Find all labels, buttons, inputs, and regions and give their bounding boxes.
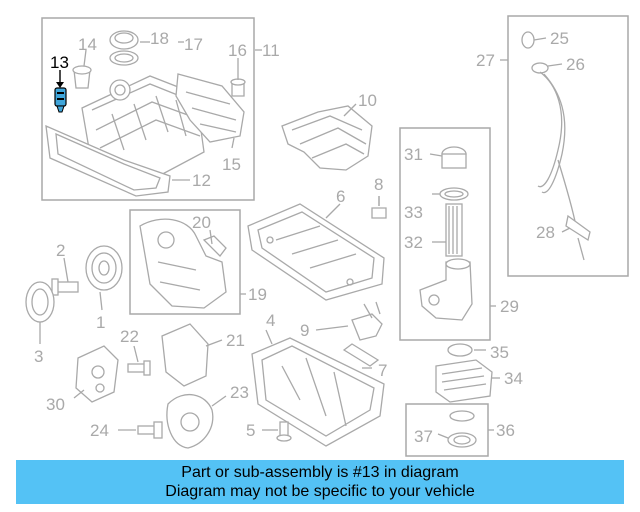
callout-30: 30 xyxy=(46,395,65,414)
info-banner: Part or sub-assembly is #13 in diagram D… xyxy=(16,460,624,504)
callout-9: 9 xyxy=(300,321,309,340)
callout-34: 34 xyxy=(504,369,523,388)
part-5-drain-plug xyxy=(276,421,292,442)
part-23-plate xyxy=(166,393,214,449)
part-30-housing xyxy=(75,345,119,403)
callout-26: 26 xyxy=(566,55,585,74)
callout-35: 35 xyxy=(490,343,509,362)
part-pulley-2 xyxy=(85,245,123,291)
part-7-gasket xyxy=(342,343,380,367)
part-9-component xyxy=(351,301,383,341)
group-box-11 xyxy=(41,17,255,201)
info-banner-line-1: Part or sub-assembly is #13 in diagram xyxy=(181,464,459,481)
callout-20: 20 xyxy=(192,213,211,232)
part-35-seal xyxy=(447,343,473,357)
callout-36: 36 xyxy=(496,421,515,440)
callout-24: 24 xyxy=(90,421,109,440)
callout-17: 17 xyxy=(184,35,203,54)
callout-3: 3 xyxy=(34,347,43,366)
group-box-19 xyxy=(129,209,241,315)
part-27-dipstick xyxy=(521,31,591,261)
callout-5: 5 xyxy=(246,421,255,440)
part-19-timing-cover xyxy=(139,218,227,309)
part-21-bracket xyxy=(161,323,209,387)
callout-19: 19 xyxy=(248,285,267,304)
leader-lines xyxy=(39,37,571,439)
info-banner-line-2: Diagram may not be specific to your vehi… xyxy=(165,483,475,500)
callout-labels: 14 13 18 17 16 11 15 12 10 6 8 20 19 2 1… xyxy=(34,29,585,446)
part-4-oil-pan-lower xyxy=(251,337,385,447)
parts-diagram: 14 13 18 17 16 11 15 12 10 6 8 20 19 2 1… xyxy=(25,15,629,457)
callout-12: 12 xyxy=(192,171,211,190)
part-6-oil-pan-upper xyxy=(247,203,385,301)
callout-22: 22 xyxy=(120,327,139,346)
callout-1: 1 xyxy=(96,313,105,332)
callout-4: 4 xyxy=(266,311,275,330)
callout-14: 14 xyxy=(78,35,97,54)
callout-31: 31 xyxy=(404,145,423,164)
callout-8: 8 xyxy=(374,175,383,194)
valve-cover-assembly xyxy=(45,30,246,197)
part-34-oil-cooler xyxy=(435,359,493,403)
callout-2: 2 xyxy=(56,241,65,260)
part-10-cover xyxy=(281,105,373,171)
callout-7: 7 xyxy=(378,361,387,380)
callout-16: 16 xyxy=(228,41,247,60)
callout-15: 15 xyxy=(222,155,241,174)
callout-28: 28 xyxy=(536,223,555,242)
callout-23: 23 xyxy=(230,383,249,402)
part-bolt-1 xyxy=(51,278,79,296)
callout-32: 32 xyxy=(404,233,423,252)
group-box-27 xyxy=(507,15,629,277)
callout-29: 29 xyxy=(500,297,519,316)
part-22-bolt xyxy=(127,360,151,376)
callout-21: 21 xyxy=(226,331,245,350)
callout-33: 33 xyxy=(404,203,423,222)
part-13-highlighted[interactable] xyxy=(54,87,67,113)
part-36-37-seals xyxy=(447,410,477,448)
callout-6: 6 xyxy=(336,187,345,206)
callout-37: 37 xyxy=(414,427,433,446)
group-box-29 xyxy=(399,127,491,341)
callout-18: 18 xyxy=(150,29,169,48)
callout-10: 10 xyxy=(358,91,377,110)
callout-13: 13 xyxy=(50,53,69,72)
part-seal-3 xyxy=(25,281,55,323)
part-29-filter-housing xyxy=(419,146,473,321)
part-24-bolt xyxy=(137,421,163,439)
callout-27: 27 xyxy=(476,51,495,70)
callout-11: 11 xyxy=(262,41,280,60)
callout-25: 25 xyxy=(550,29,569,48)
callout-13-arrow xyxy=(56,70,64,88)
